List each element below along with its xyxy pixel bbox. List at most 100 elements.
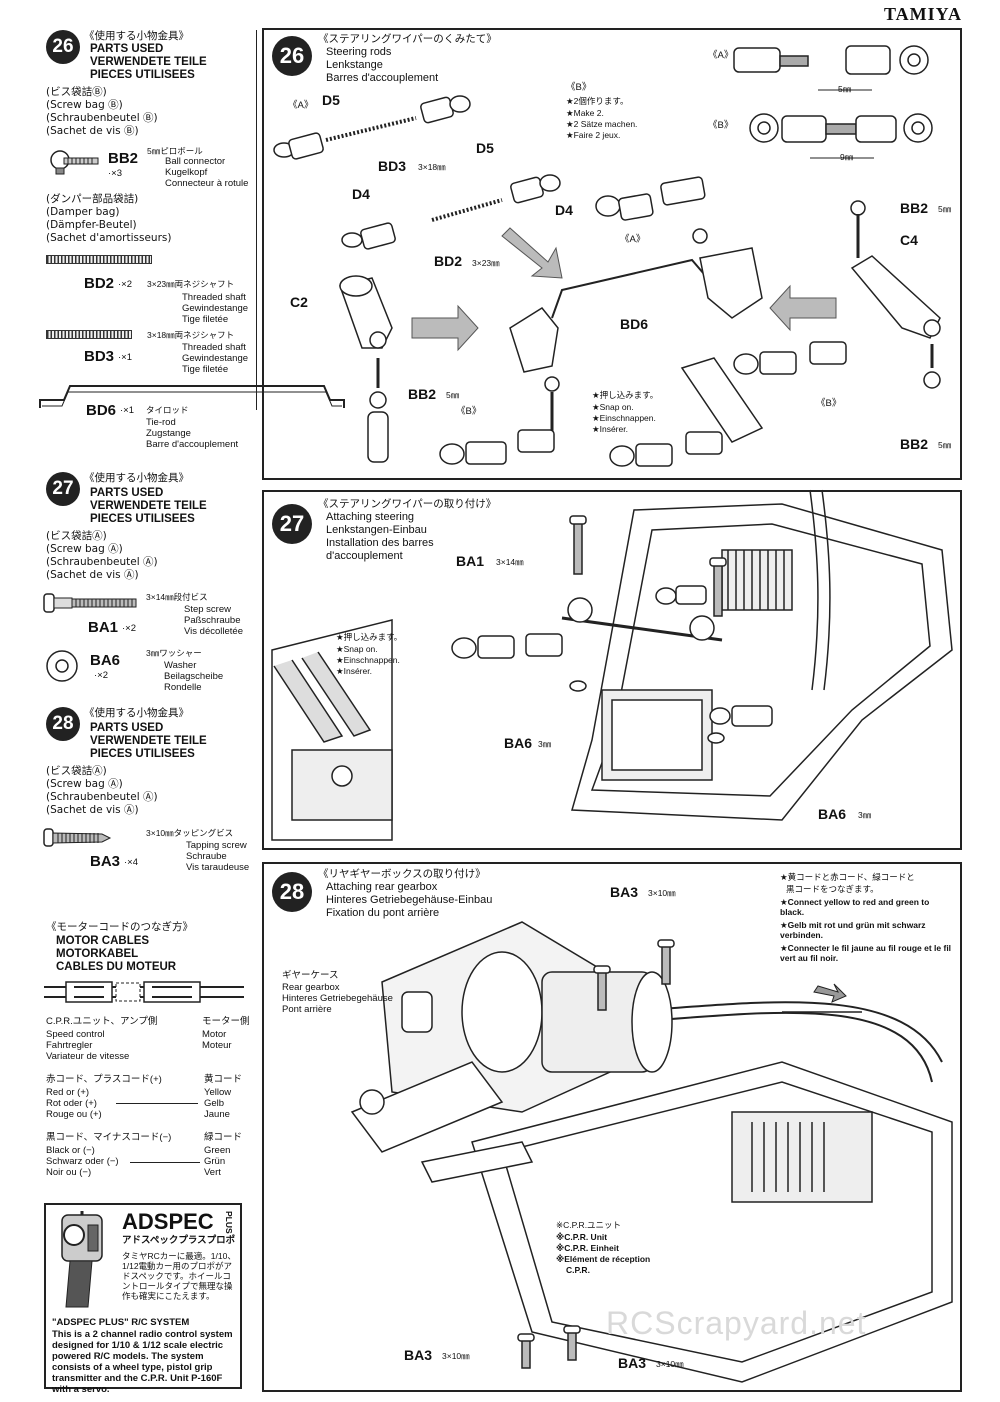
damper-bag-jp: (ダンパー部品袋詰) [46,193,139,205]
step-28-panel [262,862,962,1392]
screw-bag-a-fr-27: (Sachet de vis Ⓐ) [46,569,139,581]
black-cable-en: Black or (−) [46,1145,95,1156]
threaded-shaft-23-icon [46,255,152,264]
ba6-label-right: BA6 [818,806,847,822]
parts-used-de-28: VERWENDETE TEILE [90,735,207,747]
cpr-unit-fr2: C.P.R. [566,1265,590,1275]
ba1-label: BA1 [456,553,485,569]
ba3-label-bottom-left: BA3 [404,1347,433,1363]
ba6-en: Washer [164,660,197,671]
cpr-side-en: Speed control [46,1029,105,1040]
motor-side-de: Moteur [202,1040,232,1051]
c4-label: C4 [900,232,918,248]
step28-title-fr: Fixation du pont arrière [326,907,440,919]
bd6-fr: Barre d'accouplement [146,439,239,450]
step27-title-en: Attaching steering [326,511,415,523]
bd3-size-label: 3×18㎜ [418,162,446,172]
washer-icon [46,650,78,682]
step26-title-en: Steering rods [326,46,392,58]
step-number-27: 27 [272,504,312,544]
ba6-fr: Rondelle [164,682,202,693]
ba1-size: 3×14㎜段付ビス [146,592,208,602]
step28-title-jp: 《リヤギヤーボックスの取り付け》 [318,868,486,880]
dim-5mm: 5㎜ [838,84,852,94]
gearbox-de: Hinteres Getriebegehäuse [282,993,393,1004]
snap-on-jp-26: ★押し込みます。 [592,390,659,400]
bd3-fr: Tige filetée [182,364,229,375]
assembly-b-label: 《B》 [456,406,482,417]
ref-rod-b-label: 《B》 [708,120,734,131]
motor-side-en: Motor [202,1029,227,1040]
gearbox-fr: Pont arrière [282,1004,332,1015]
bd2-code: BD2 [84,275,115,292]
motor-cables-fr: CABLES DU MOTEUR [56,961,177,973]
assembly-b-right-label: 《B》 [816,398,842,409]
connect-fr: ★Connecter le fil jaune au fil rouge et … [780,943,952,963]
bd3-de: Gewindestange [182,353,249,364]
rod-b-label: 《B》 [566,82,592,93]
red-yellow-connector-line [116,1103,198,1104]
damper-bag-en: (Damper bag) [46,206,120,218]
bb2-size-c4-bottom: 5㎜ [938,440,952,450]
ba3-size-bottom-right: 3×10㎜ [656,1359,684,1369]
transmitter-icon [61,1211,103,1308]
screw-bag-jp: (ビス袋詰Ⓑ) [46,86,107,98]
screw-bag-a-en-28: (Screw bag Ⓐ) [46,778,123,790]
parts-used-de-27: VERWENDETE TEILE [90,500,207,512]
ba3-fr: Vis taraudeuse [186,862,250,873]
d4-label-left: D4 [352,186,370,202]
parts-used-fr-28: PIECES UTILISEES [90,748,195,760]
ba1-de: Paßschraube [184,615,241,626]
ba3-de: Schraube [186,851,227,862]
rod-a-label: 《A》 [288,100,314,111]
red-cable-en: Red or (+) [46,1087,90,1098]
bb2-label-c2: BB2 [408,386,437,402]
step28-title-en: Attaching rear gearbox [326,881,438,893]
motor-cables-de: MOTORKABEL [56,948,139,960]
step26-title-fr: Barres d'accouplement [326,72,439,84]
bd3-en: Threaded shaft [182,342,246,353]
bb2-en: Ball connector [165,156,226,167]
step-number-28-parts: 28 [46,707,80,741]
connect-de: ★Gelb mit rot und grün mit schwarz verbi… [780,920,926,940]
snap-on-en-27: ★Snap on. [336,644,378,654]
d5-label-right: D5 [476,140,494,156]
green-cable-de: Grün [204,1156,226,1167]
step27-title-fr1: Installation des barres [326,537,434,549]
motor-side-jp: モーター側 [202,1016,250,1027]
d4-label-right: D4 [555,202,573,218]
cpr-side-jp: C.P.R.ユニット、アンプ側 [46,1016,158,1027]
black-green-connector-line [130,1162,200,1163]
screw-bag-a-de-28: (Schraubenbeutel Ⓐ) [46,791,158,803]
ba3-en: Tapping screw [186,840,247,851]
watermark: RCScrapyard.net [606,1305,867,1341]
motor-cables-jp: 《モーターコードのつなぎ方》 [46,921,193,933]
yellow-cable-en: Yellow [204,1087,232,1098]
snap-on-fr-27: ★Insérer. [336,666,372,676]
ba6-qty: ·×2 [94,670,108,681]
c2-label: C2 [290,294,308,310]
cpr-side-de: Fahrtregler [46,1040,93,1051]
ba1-size-label: 3×14㎜ [496,557,524,567]
step27-title-de: Lenkstangen-Einbau [326,524,427,536]
bb2-size-c4-top: 5㎜ [938,204,952,214]
bd2-size: 3×23㎜両ネジシャフト [147,279,235,289]
snap-on-en-26: ★Snap on. [592,402,634,412]
yellow-cable-fr: Jaune [204,1109,230,1120]
screw-bag-fr: (Sachet de vis Ⓑ) [46,125,139,137]
ba3-code: BA3 [90,853,121,870]
step-number-26: 26 [272,36,312,76]
step26-title-de: Lenkstange [326,59,383,71]
parts-used-en-27: PARTS USED [90,487,164,499]
screw-bag-a-jp-28: (ビス袋詰Ⓐ) [46,765,107,777]
adspec-jp-title: アドスペックプラスプロポ [122,1235,236,1246]
threaded-shaft-18-icon [46,330,132,339]
ba3-label-bottom-right: BA3 [618,1355,647,1371]
motor-connector-icon [44,981,244,1003]
bd6-code: BD6 [86,402,117,419]
bd6-qty: ·×1 [120,405,134,416]
bd3-label: BD3 [378,158,407,174]
tapping-screw-icon [43,828,112,847]
bd3-code: BD3 [84,348,115,365]
step27-title-jp: 《ステアリングワイパーの取り付け》 [318,498,497,510]
